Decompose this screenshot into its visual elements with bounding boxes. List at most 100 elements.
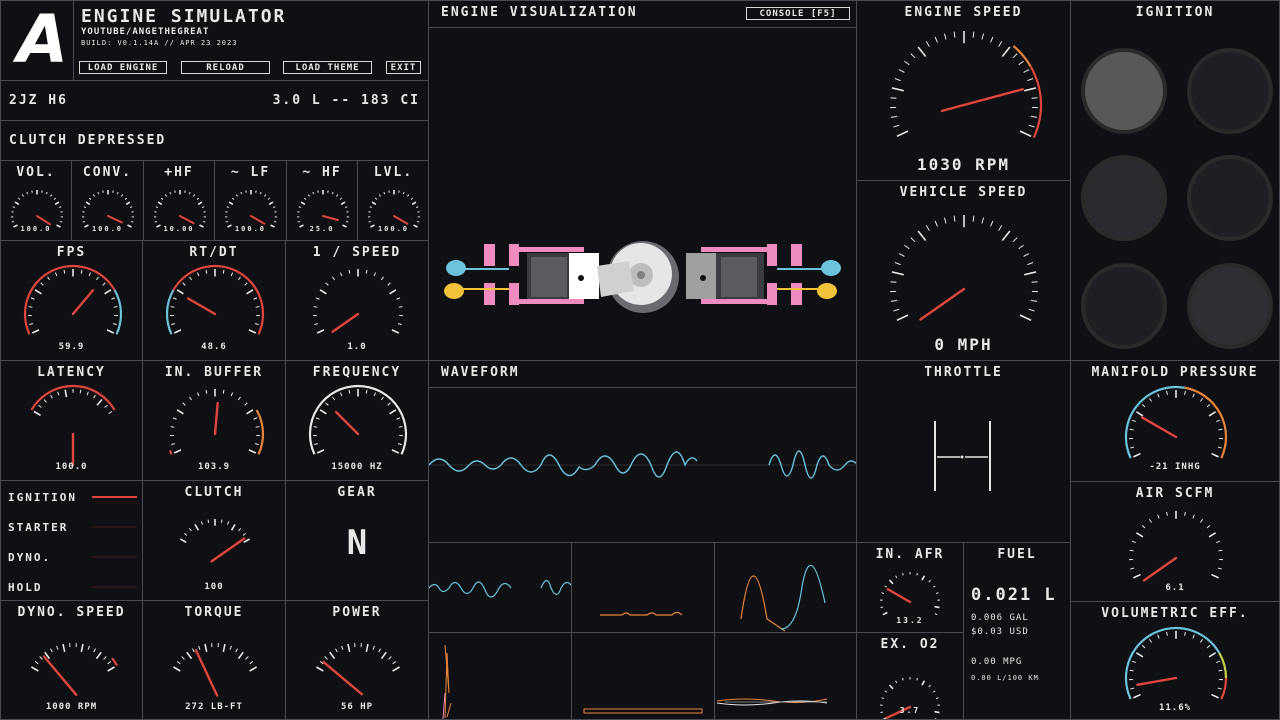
gauge-tick: [380, 651, 387, 660]
bottom-gauge: [31, 643, 119, 697]
gauge-tick: [342, 224, 347, 228]
gauge-tick: [62, 643, 66, 653]
bottom-gauge-title: DYNO. SPEED: [17, 605, 126, 620]
gauge-tick: [314, 443, 319, 445]
gauge-tick: [307, 194, 310, 197]
clutch-gauge: [179, 519, 251, 563]
ignition-title: IGNITION: [1135, 5, 1215, 20]
clutch-panel[interactable]: CLUTCH 100: [142, 480, 286, 601]
gauge-tick: [312, 191, 315, 195]
ex-o2-panel: EX. O2 3.7: [856, 632, 964, 720]
gauge-tick: [932, 690, 936, 693]
audio-gauge-panel-2[interactable]: +HF 10.00: [143, 160, 215, 241]
audio-gauge-panel-5[interactable]: LVL. 100.0: [357, 160, 430, 241]
gauge-tick: [107, 661, 112, 665]
status-panel: CLUTCH DEPRESSED: [0, 120, 429, 161]
exit-button[interactable]: EXIT: [386, 61, 421, 74]
gauge-needle: [322, 215, 339, 221]
gauge-tick: [925, 41, 930, 47]
gauge-tick: [181, 656, 185, 660]
gauge-needle: [919, 287, 966, 321]
fuel-liters: 0.021 L: [971, 585, 1057, 605]
gauge-tick: [1018, 60, 1024, 66]
toggle-ignition[interactable]: IGNITION: [1, 489, 142, 507]
gauge-needle: [1142, 556, 1178, 582]
audio-gauge-panel-0[interactable]: VOL. 100.0: [0, 160, 72, 241]
gauge-tick: [205, 389, 208, 394]
gauge-tick: [314, 323, 319, 325]
gear-panel: GEAR N: [285, 480, 429, 601]
vehicle-speed-title: VEHICLE SPEED: [899, 185, 1028, 200]
gauge-tick: [1023, 271, 1037, 276]
reload-button[interactable]: RELOAD: [181, 61, 270, 74]
fuel-title: FUEL: [997, 547, 1037, 562]
gauge-tick: [893, 308, 900, 312]
gauge-tick: [176, 661, 181, 665]
gauge-tick: [916, 677, 918, 681]
console-button[interactable]: CONSOLE [F5]: [746, 7, 850, 20]
gauge-tick: [240, 191, 243, 195]
gauge-tick: [31, 666, 39, 672]
gauge-tick: [1211, 693, 1219, 699]
gauge-tick: [391, 329, 400, 334]
gauge-tick: [1216, 660, 1221, 664]
gauge-tick: [315, 297, 320, 300]
toggle-starter[interactable]: STARTER: [1, 519, 142, 537]
ignition-panel: IGNITION: [1070, 0, 1280, 361]
gauge-arc: [1220, 677, 1228, 700]
gauge-tick: [125, 201, 131, 206]
gauge-tick: [226, 206, 229, 208]
gauge-tick: [173, 666, 181, 672]
air-scfm-value: 6.1: [1165, 583, 1185, 593]
gauge-tick: [1030, 115, 1038, 118]
perf-gauge: [30, 384, 116, 467]
load-engine-button[interactable]: LOAD ENGINE: [79, 61, 167, 74]
gauge-tick: [205, 269, 208, 274]
gauge-tick: [248, 449, 257, 454]
audio-gauge-panel-4[interactable]: ~ HF 25.0: [286, 160, 358, 241]
gauge-tick: [238, 528, 242, 532]
gauge-tick: [921, 575, 926, 581]
gauge-tick: [235, 194, 238, 197]
gauge-tick: [194, 523, 200, 531]
gear-value: N: [346, 523, 368, 563]
gauge-tick: [93, 648, 96, 653]
gauge-tick: [248, 329, 257, 334]
audio-gauge: [153, 190, 207, 228]
gauge-tick: [917, 46, 927, 57]
gauge-tick: [1130, 687, 1135, 690]
gauge-tick: [932, 585, 936, 588]
gauge-tick: [127, 224, 132, 228]
audio-gauge-title: LVL.: [373, 165, 414, 180]
gauge-tick: [891, 271, 905, 276]
gauge-needle: [194, 649, 219, 697]
gauge-tick: [44, 651, 51, 660]
gauge-tick: [1218, 669, 1223, 672]
gauge-tick: [890, 281, 897, 283]
gauge-tick: [1157, 634, 1160, 639]
toggle-hold[interactable]: HOLD: [1, 579, 142, 597]
perf-gauge-panel-5: FREQUENCY 15000 HZ: [285, 360, 429, 481]
toggle-dyno[interactable]: DYNO.: [1, 549, 142, 567]
gauge-tick: [1028, 308, 1035, 312]
gauge-tick: [244, 402, 248, 406]
gauge-tick: [298, 206, 301, 208]
gauge-tick: [54, 201, 60, 206]
audio-gauge-panel-3[interactable]: ~ LF 100.0: [214, 160, 287, 241]
load-theme-button[interactable]: LOAD THEME: [283, 61, 372, 74]
gauge-tick: [1141, 644, 1146, 649]
gauge-tick: [124, 197, 128, 200]
gauge-needle: [186, 297, 217, 316]
gauge-tick: [33, 410, 41, 416]
gauge-tick: [895, 575, 898, 579]
gauge-tick: [235, 648, 238, 653]
audio-gauge-panel-1[interactable]: CONV. 100.0: [71, 160, 144, 241]
gauge-tick: [300, 201, 306, 206]
engine-speed-title: ENGINE SPEED: [904, 5, 1023, 20]
gauge-tick: [896, 130, 909, 137]
right-bank: [686, 244, 841, 305]
throttle-panel[interactable]: THROTTLE: [856, 360, 1071, 543]
gauge-tick: [1031, 281, 1038, 283]
